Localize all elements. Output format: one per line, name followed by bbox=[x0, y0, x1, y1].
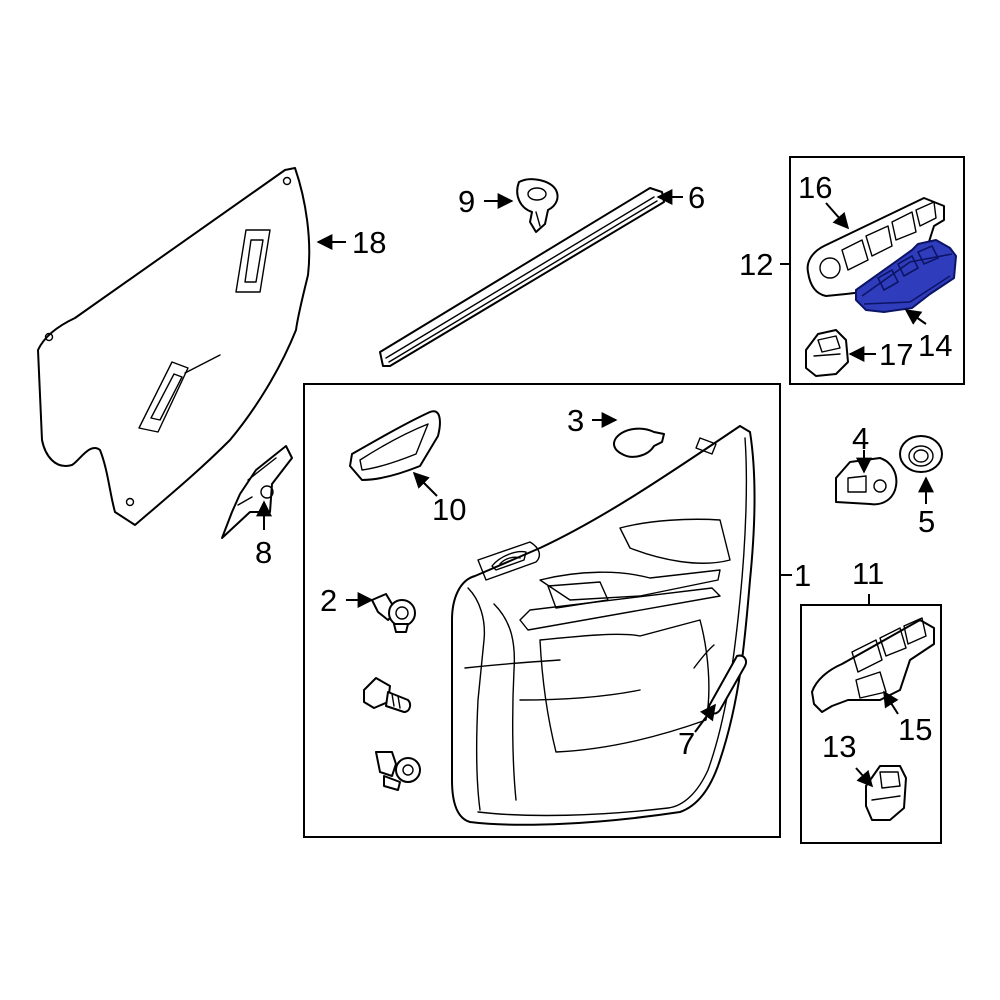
switch-part-13[interactable] bbox=[865, 765, 907, 821]
push-clip-fastener-part[interactable] bbox=[375, 751, 421, 791]
callout-10: 10 bbox=[432, 492, 466, 527]
callout-18: 18 bbox=[352, 225, 386, 260]
leader-15 bbox=[883, 690, 899, 715]
handle-bezel-part[interactable] bbox=[349, 410, 441, 481]
callout-5: 5 bbox=[918, 504, 935, 539]
cover-part-3[interactable] bbox=[613, 427, 665, 458]
clip-fastener-part-2[interactable] bbox=[371, 593, 416, 633]
power-window-switch-part-14[interactable] bbox=[855, 239, 957, 313]
callout-1: 1 bbox=[794, 558, 811, 593]
bolt-fastener-part[interactable] bbox=[363, 677, 412, 713]
callout-3: 3 bbox=[567, 403, 584, 438]
callout-4: 4 bbox=[852, 421, 869, 456]
bracket-part-4[interactable] bbox=[835, 457, 898, 506]
callout-16: 16 bbox=[798, 170, 832, 205]
switch-assembly-group-box-12 bbox=[789, 156, 965, 385]
leader-7 bbox=[694, 703, 716, 733]
callout-8: 8 bbox=[255, 535, 272, 570]
callout-14: 14 bbox=[918, 328, 952, 363]
callout-12: 12 bbox=[739, 247, 773, 282]
leader-10 bbox=[412, 471, 438, 497]
door-glass-part[interactable] bbox=[37, 167, 311, 526]
callout-7: 7 bbox=[678, 726, 695, 761]
door-trim-panel-group-box bbox=[303, 383, 781, 838]
callout-11: 11 bbox=[852, 556, 884, 591]
leader-14 bbox=[904, 309, 927, 325]
belt-weatherstrip-part[interactable] bbox=[379, 187, 665, 367]
switch-assembly-group-box-11 bbox=[800, 604, 942, 844]
callout-2: 2 bbox=[320, 583, 337, 618]
grommet-part-5[interactable] bbox=[899, 435, 943, 473]
switch-part-17[interactable] bbox=[805, 329, 849, 377]
callout-17: 17 bbox=[879, 337, 913, 372]
door-trim-panel-part[interactable] bbox=[451, 425, 756, 826]
glass-bracket-part[interactable] bbox=[221, 445, 293, 539]
leader-16 bbox=[825, 202, 850, 230]
callout-6: 6 bbox=[688, 180, 705, 215]
leader-13 bbox=[855, 767, 874, 788]
switch-bezel-part-15[interactable] bbox=[811, 617, 935, 713]
callout-9: 9 bbox=[458, 184, 475, 219]
callout-15: 15 bbox=[898, 712, 932, 747]
callout-13: 13 bbox=[822, 729, 856, 764]
clip-part-9[interactable] bbox=[516, 178, 559, 233]
